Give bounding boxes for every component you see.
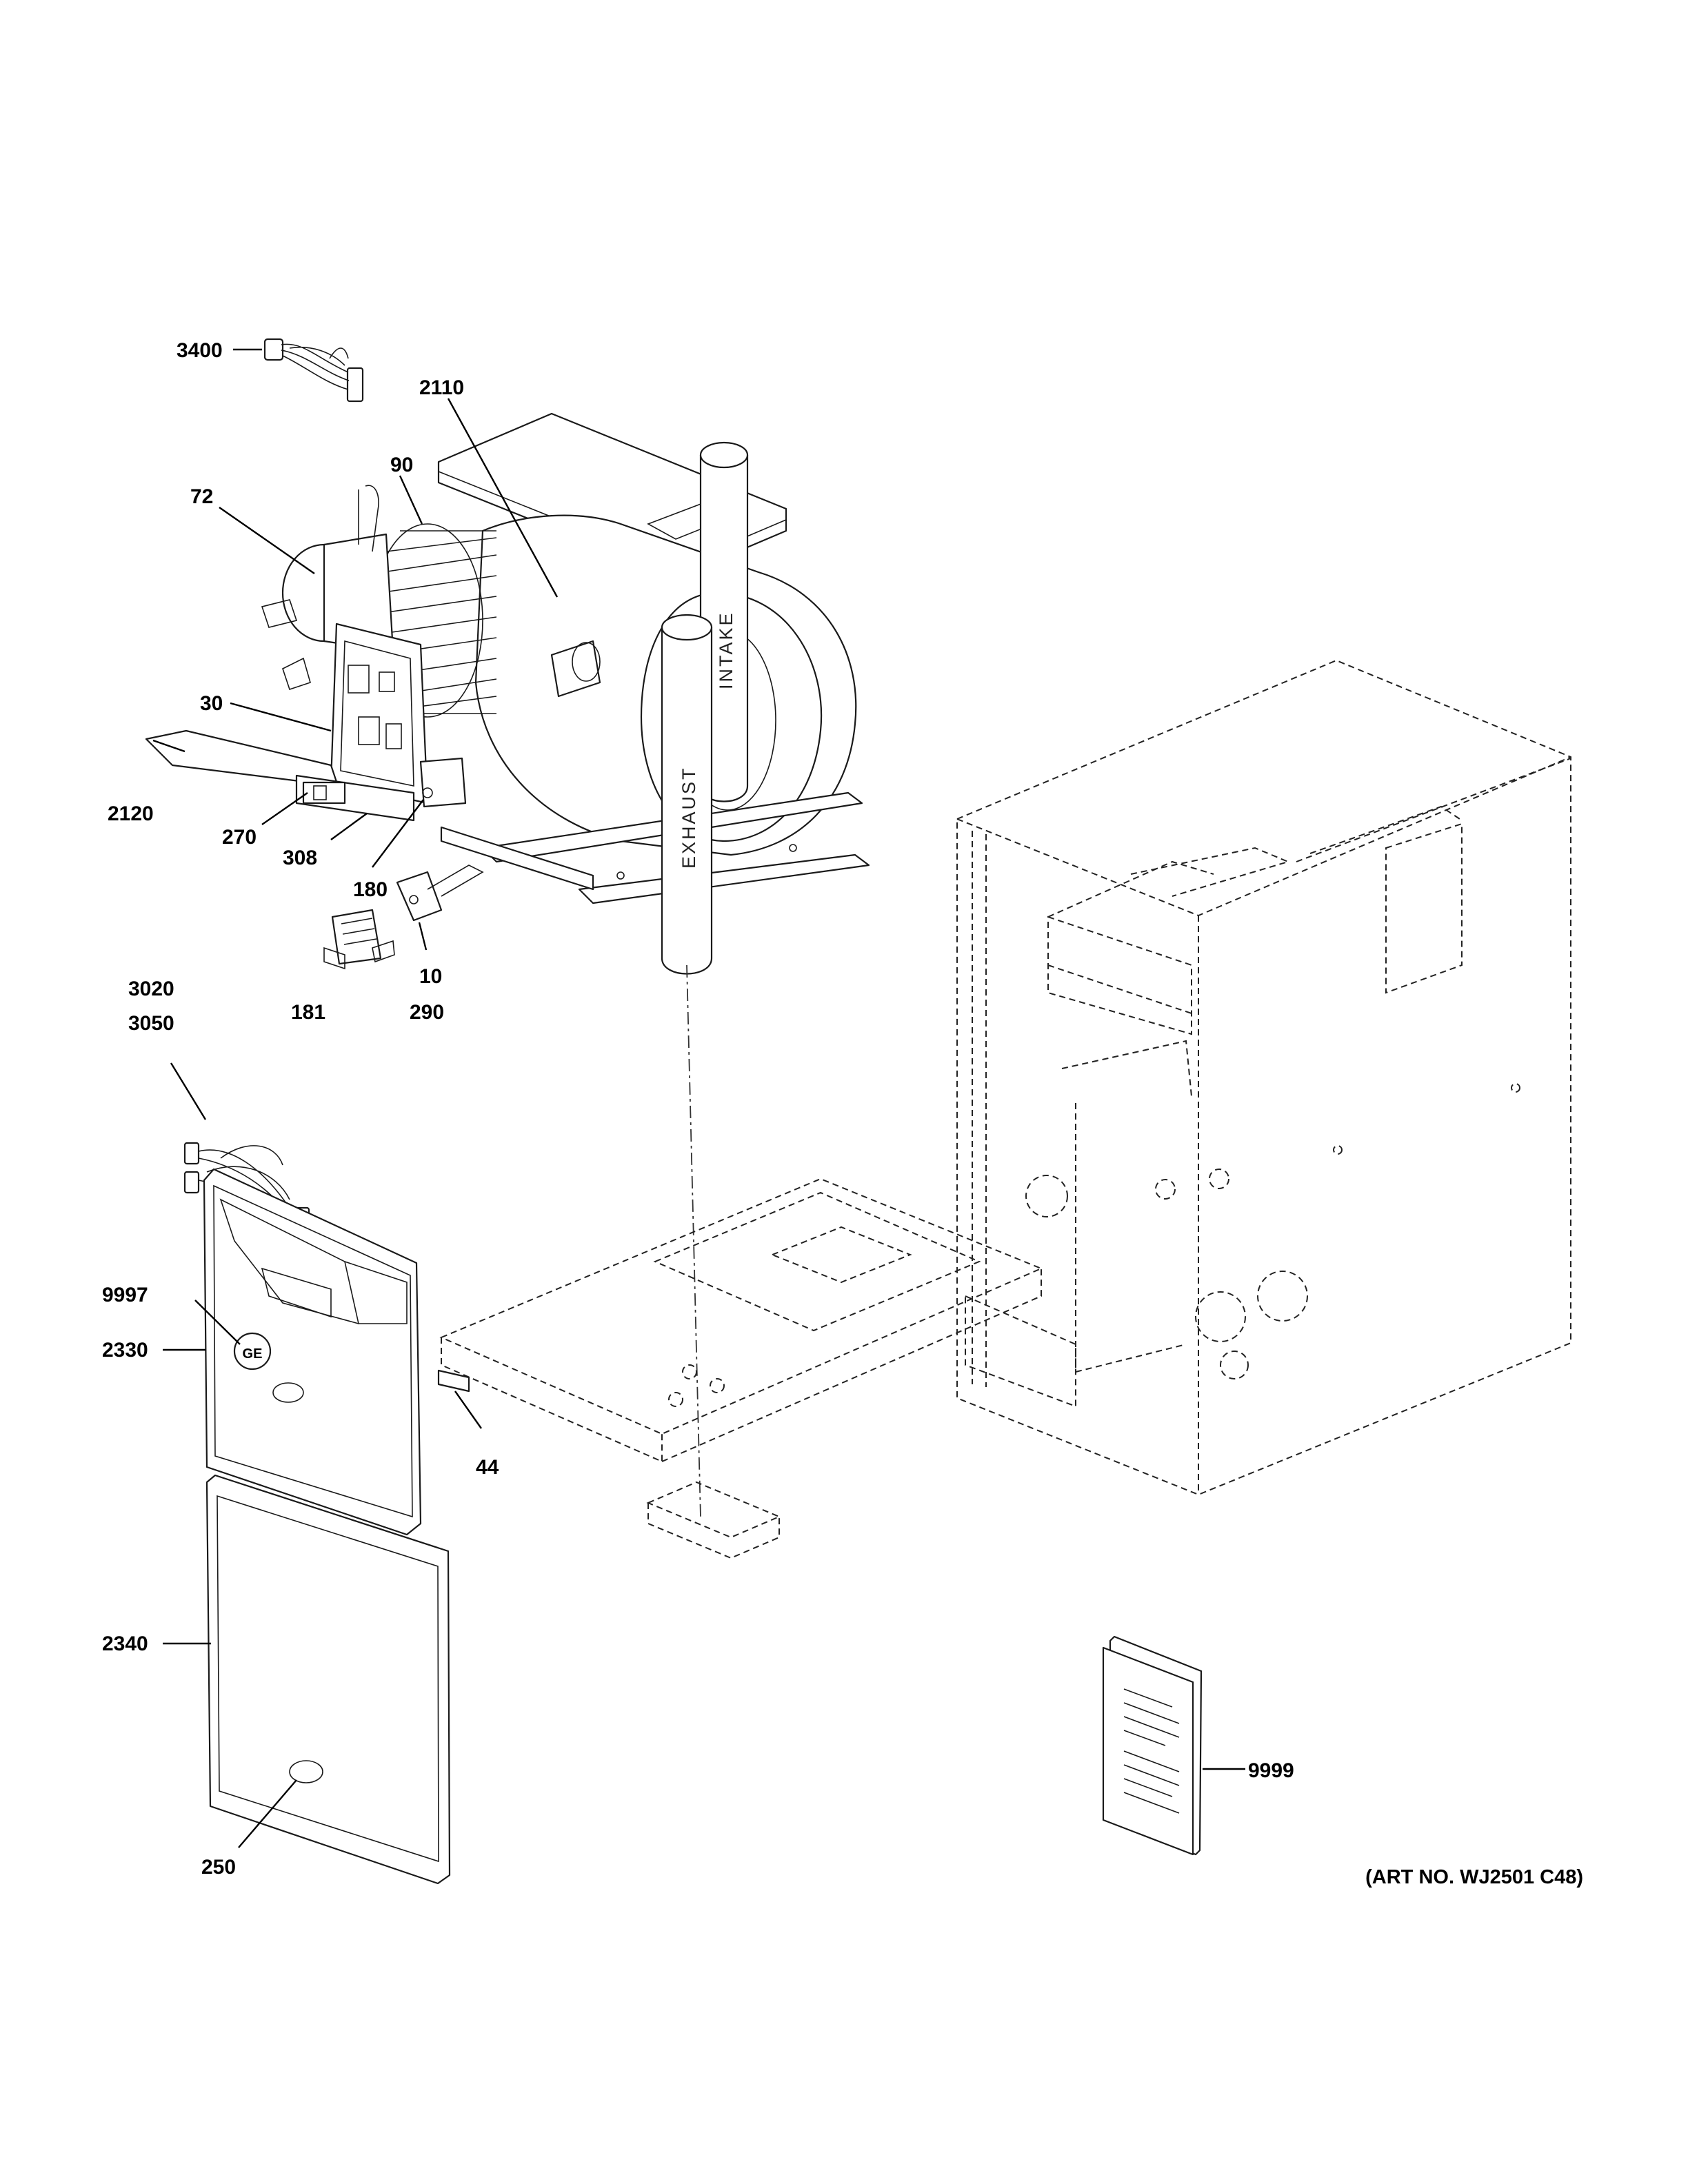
furnace-cabinet bbox=[956, 659, 1571, 1496]
transformer-181 bbox=[323, 909, 395, 970]
leader-250 bbox=[238, 1779, 297, 1848]
exhaust-label: EXHAUST bbox=[679, 766, 699, 869]
callout-72: 72 bbox=[190, 485, 213, 508]
burner-tray bbox=[439, 1177, 1076, 1559]
callout-308: 308 bbox=[283, 847, 317, 869]
callout-9999: 9999 bbox=[1248, 1759, 1294, 1782]
callout-2120: 2120 bbox=[108, 802, 154, 825]
callout-250: 250 bbox=[201, 1856, 236, 1879]
leader-2110 bbox=[447, 398, 559, 598]
callout-270: 270 bbox=[222, 826, 257, 849]
callout-3050: 3050 bbox=[128, 1012, 174, 1035]
ge-logo: GE bbox=[243, 1346, 263, 1362]
door-lower-2340 bbox=[205, 1474, 451, 1885]
callout-3400: 3400 bbox=[177, 339, 223, 362]
callout-181: 181 bbox=[291, 1001, 325, 1024]
callout-2340: 2340 bbox=[102, 1632, 148, 1655]
sensor-44 bbox=[437, 1369, 470, 1393]
callout-90: 90 bbox=[390, 454, 413, 476]
centerline bbox=[686, 964, 701, 1517]
leader-72 bbox=[219, 507, 315, 574]
leader-2120 bbox=[152, 739, 185, 753]
relay-180 bbox=[419, 757, 467, 808]
bracket-2120 bbox=[145, 729, 339, 787]
callout-290: 290 bbox=[410, 1001, 444, 1024]
leader-30 bbox=[230, 702, 332, 732]
leader-308 bbox=[330, 813, 368, 840]
leader-10 bbox=[418, 922, 428, 951]
callout-180: 180 bbox=[353, 878, 388, 901]
door-upper-2330: GE bbox=[203, 1168, 422, 1536]
callout-3020: 3020 bbox=[128, 978, 174, 1000]
leader-9997 bbox=[194, 1300, 241, 1345]
callout-2330: 2330 bbox=[102, 1339, 148, 1362]
callout-10: 10 bbox=[419, 965, 442, 988]
manual-9999 bbox=[1102, 1635, 1203, 1856]
exhaust-pipe: EXHAUST bbox=[661, 614, 713, 975]
callout-9997: 9997 bbox=[102, 1284, 148, 1306]
wire-harness-3400 bbox=[263, 338, 364, 403]
control-board-30 bbox=[330, 623, 429, 805]
leader-44 bbox=[454, 1391, 482, 1429]
leader-180 bbox=[372, 799, 424, 868]
callout-44: 44 bbox=[476, 1456, 499, 1479]
callout-30: 30 bbox=[200, 692, 223, 715]
leader-90 bbox=[399, 475, 423, 525]
switch-box-308 bbox=[295, 774, 415, 822]
callout-2110: 2110 bbox=[419, 376, 464, 399]
intake-label: INTAKE bbox=[716, 611, 736, 689]
pressure-switch-10 bbox=[396, 865, 484, 922]
leader-270 bbox=[261, 792, 308, 825]
art-number: (ART NO. WJ2501 C48) bbox=[1365, 1866, 1583, 1888]
leader-3020 bbox=[170, 1062, 207, 1120]
callout-labels: 3400 2110 90 72 30 2120 270 308 180 10 2… bbox=[102, 339, 1294, 1879]
